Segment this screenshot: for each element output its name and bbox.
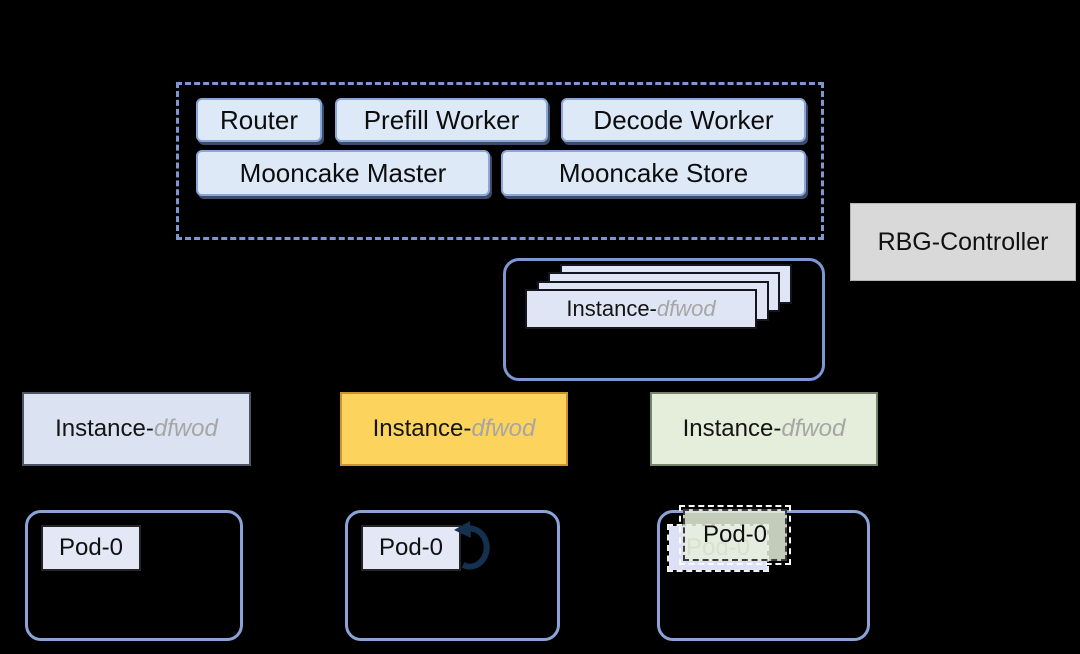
node-prefill-worker: Prefill Worker: [335, 98, 548, 142]
instance-id: dfwod: [781, 415, 846, 442]
instance-id: dfwod: [471, 415, 536, 442]
node-router: Router: [196, 98, 322, 142]
node-mooncake-store: Mooncake Store: [501, 150, 806, 196]
node-decode-worker: Decode Worker: [561, 98, 806, 142]
pod-label: Pod-0: [58, 534, 124, 561]
new-pod-chip: Pod-0: [679, 505, 791, 565]
instance-id: dfwod: [656, 296, 716, 321]
pod-container-recreating: Pod-0 Pod-0: [657, 505, 870, 641]
pod-label: Pod-0: [378, 534, 444, 561]
node-mooncake-store-label: Mooncake Store: [558, 157, 749, 188]
instance-name: Instance-dfwod: [682, 415, 846, 442]
instance-box-green: Instance-dfwod: [650, 392, 878, 466]
rbg-controller-box: RBG-Controller: [850, 203, 1076, 281]
new-pod-label: Pod-0: [702, 521, 768, 548]
instance-box-yellow: Instance-dfwod: [340, 392, 568, 466]
instance-id: dfwod: [153, 415, 218, 442]
node-mooncake-master-label: Mooncake Master: [239, 157, 447, 188]
pod-chip: Pod-0: [361, 525, 461, 571]
instance-name: Instance-dfwod: [55, 415, 218, 442]
node-mooncake-master: Mooncake Master: [196, 150, 490, 196]
restart-arrow-icon: [454, 521, 490, 570]
instance-box-blue: Instance-dfwod: [22, 392, 251, 466]
instance-name: Instance-dfwod: [372, 415, 536, 442]
pod-container-restarting: Pod-0: [345, 510, 560, 641]
node-router-label: Router: [219, 104, 299, 135]
rbg-controller-label: RBG-Controller: [877, 227, 1049, 256]
pod-container-normal: Pod-0: [25, 510, 243, 641]
node-prefill-worker-label: Prefill Worker: [363, 104, 520, 135]
instance-stack-container: Instance-dfwod: [503, 258, 825, 381]
node-decode-worker-label: Decode Worker: [593, 104, 774, 135]
component-group-box: Router Prefill Worker Decode Worker Moon…: [176, 82, 824, 240]
instance-name: Instance-dfwod: [566, 296, 716, 321]
pod-chip: Pod-0: [41, 525, 141, 571]
instance-stack-card-front: Instance-dfwod: [525, 289, 757, 329]
